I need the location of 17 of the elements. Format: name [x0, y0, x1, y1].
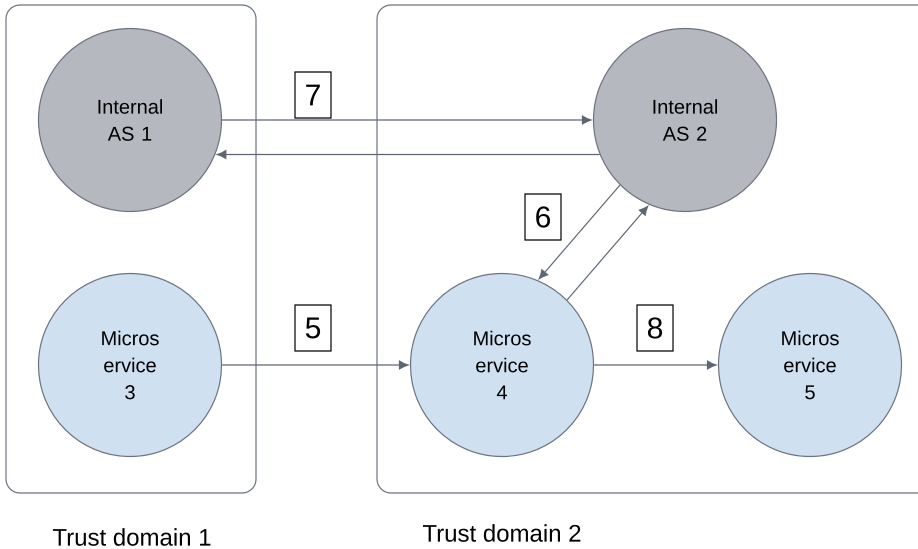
arrow	[594, 360, 716, 370]
circle-node: Internal AS 2	[592, 28, 778, 212]
circle-node: Internal AS 1	[38, 28, 222, 212]
arrow	[222, 116, 592, 124]
arrow	[538, 184, 620, 280]
step-number: 6	[524, 193, 562, 241]
circle-node: Micros ervice 5	[718, 272, 902, 458]
arrow	[216, 150, 600, 159]
arrow	[566, 206, 648, 300]
step-number: 8	[636, 304, 674, 352]
step-number: 5	[294, 304, 332, 352]
circle-node: Micros ervice 3	[38, 272, 222, 458]
circle-node: Micros ervice 4	[410, 272, 594, 458]
arrow	[222, 360, 408, 370]
step-number: 7	[294, 71, 332, 119]
domain-title: Trust domain 2	[422, 524, 580, 542]
domain-title: Trust domain 1	[52, 528, 210, 546]
